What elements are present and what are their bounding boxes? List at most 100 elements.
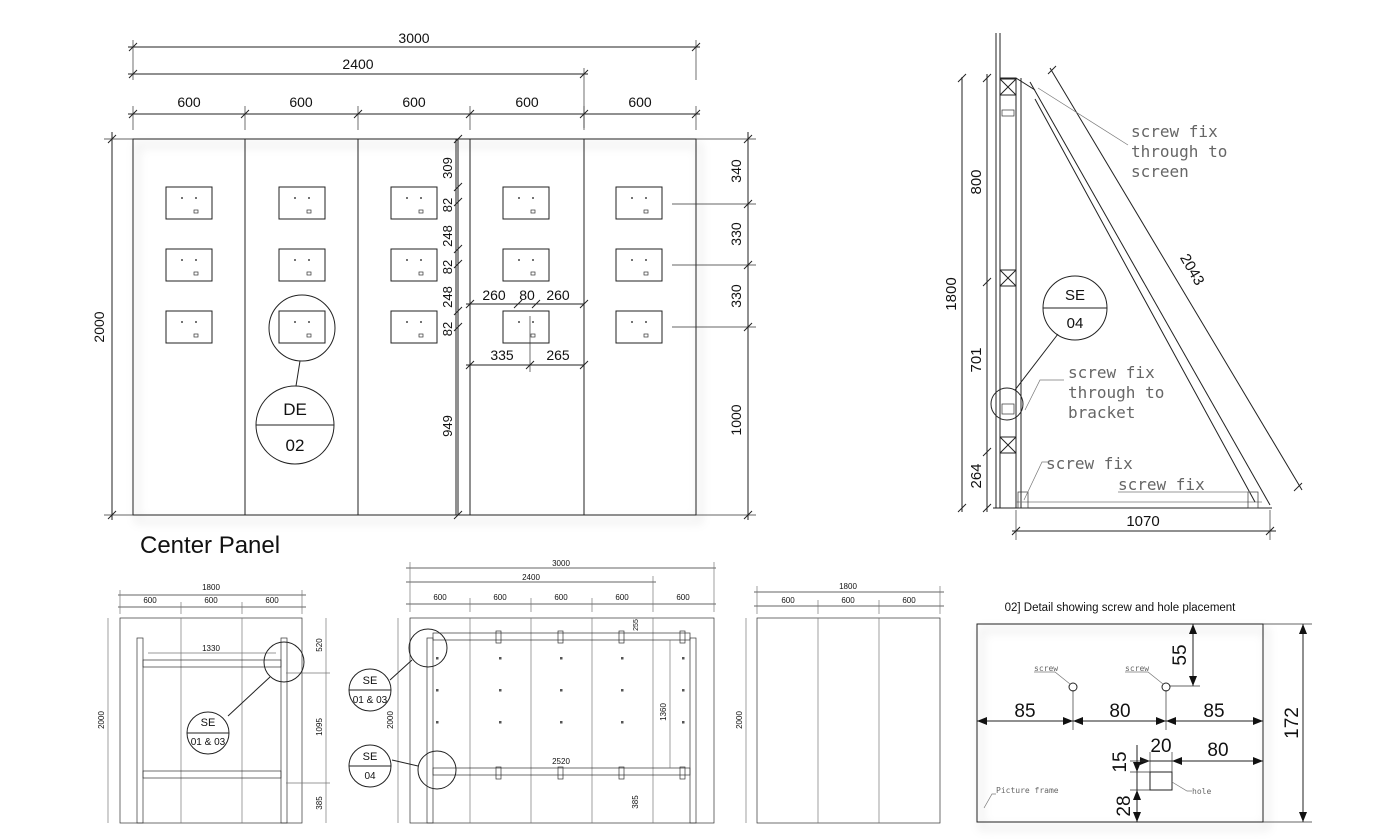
b3-col-3: 600	[902, 596, 916, 605]
screen-4	[278, 186, 326, 220]
screen-11	[502, 248, 550, 282]
b2-rail-block	[618, 766, 625, 780]
screen-14	[615, 248, 663, 282]
b2-col-3: 600	[554, 593, 568, 602]
b2-callout2-04: 04	[364, 771, 376, 782]
dim-82-c: 82	[440, 322, 455, 336]
b1-dim-385: 385	[315, 796, 324, 810]
detail-hole-label: hole	[1192, 787, 1211, 796]
screen-6	[278, 310, 326, 344]
col-dim-3: 600	[402, 94, 426, 110]
b2-screw-dot	[560, 721, 563, 724]
screen-1	[165, 186, 213, 220]
dim-2000: 2000	[91, 311, 107, 342]
b1-callout-se: SE	[201, 717, 216, 729]
dim-265: 265	[546, 347, 570, 363]
note-screw-fix-3: screw fix	[1046, 454, 1133, 473]
note-screw-fix-1a: screw fix	[1131, 122, 1218, 141]
dim-80: 80	[519, 287, 535, 303]
b1-callout-01-03: 01 & 03	[191, 737, 226, 748]
detail-dim-15: 15	[1110, 751, 1131, 772]
dim-309: 309	[440, 157, 455, 179]
b2-col-2: 600	[493, 593, 507, 602]
back-view-3000: 3000 2400 600 600 600 600 600 2520 1360 …	[348, 559, 716, 824]
col-dim-2: 600	[289, 94, 313, 110]
dim-260-a: 260	[482, 287, 506, 303]
detail-dim-172: 172	[1282, 707, 1303, 739]
screen-10	[502, 186, 550, 220]
callout-02-label: 02	[286, 436, 305, 455]
b2-rail-block	[679, 630, 686, 644]
screen-7	[390, 186, 438, 220]
dim-330-a: 330	[728, 222, 744, 246]
b2-rail-block	[495, 766, 502, 780]
b1-dim-1800: 1800	[202, 583, 220, 592]
screen-8	[390, 248, 438, 282]
b1-rail-1330: 1330	[202, 644, 220, 653]
center-panel-title: Center Panel	[140, 532, 280, 559]
center-panel-elevation: 3000 2400 600 600 600 600 600	[91, 30, 756, 559]
dim-248-a: 248	[440, 225, 455, 247]
b2-rail-block	[679, 766, 686, 780]
b2-screw-dot	[682, 721, 685, 724]
dim-800: 800	[968, 169, 985, 194]
b2-dim-385: 385	[631, 795, 640, 809]
b2-callout2-se: SE	[363, 751, 378, 763]
sub-width-dim: 2400	[128, 56, 589, 128]
b2-screw-dots	[436, 630, 686, 780]
section-callout-se-04[interactable]: SE 04	[990, 275, 1108, 421]
b1-col-1: 600	[143, 596, 157, 605]
hole-rect	[1149, 771, 1173, 791]
detail-dim-28: 28	[1114, 795, 1135, 816]
b2-rail-block	[557, 766, 564, 780]
screen-13	[615, 186, 663, 220]
b2-section-callout-se-01-03[interactable]: SE 01 & 03	[348, 628, 448, 712]
b2-screw-dot	[621, 657, 624, 660]
detail-screw-label-2: screw	[1125, 664, 1149, 673]
b2-callout1-se: SE	[363, 675, 378, 687]
note-screw-fix-2a: screw fix	[1068, 363, 1155, 382]
detail-title: 02] Detail showing screw and hole placem…	[1005, 602, 1237, 614]
dim-2400: 2400	[342, 56, 373, 72]
bracket-top	[999, 78, 1017, 96]
detail-frame-label: Picture frame	[996, 786, 1059, 795]
note-screw-fix-1c: screen	[1131, 162, 1189, 181]
b2-screw-dot	[682, 657, 685, 660]
b1-section-callout-se-01-03[interactable]: SE 01 & 03	[186, 641, 305, 755]
screen-3	[165, 310, 213, 344]
right-vertical-dims: 340 330 330 1000	[672, 132, 756, 520]
b2-screw-dot	[436, 689, 439, 692]
b2-col-1: 600	[433, 593, 447, 602]
callout-se-label: SE	[1065, 287, 1085, 304]
note-screw-fix-2b: through to	[1068, 383, 1164, 402]
height-dim: 2000	[91, 132, 133, 520]
b2-screw-dot	[436, 721, 439, 724]
dim-340: 340	[728, 159, 744, 183]
b2-section-callout-se-04[interactable]: SE 04	[348, 744, 457, 790]
col-dim-5: 600	[628, 94, 652, 110]
b2-screw-dot	[499, 657, 502, 660]
screen-5	[278, 248, 326, 282]
detail-frame	[976, 623, 1264, 823]
dim-2043: 2043	[1176, 251, 1207, 288]
b2-dim-2000: 2000	[386, 711, 395, 729]
center-panel-outline	[132, 138, 697, 516]
detail-dim-80: 80	[1109, 701, 1130, 722]
note-screw-fix-2c: bracket	[1068, 403, 1135, 422]
detail-callout-de-02[interactable]: DE 02	[255, 294, 336, 465]
b2-rail-block	[557, 630, 564, 644]
screen-2	[165, 248, 213, 282]
dim-1000: 1000	[728, 404, 744, 435]
b1-dim-2000: 2000	[97, 711, 106, 729]
b2-callout1-01-03: 01 & 03	[353, 695, 388, 706]
b2-col-4: 600	[615, 593, 629, 602]
detail-screw-label-1: screw	[1034, 664, 1058, 673]
detail-dim-55: 55	[1170, 644, 1191, 665]
b1-col-2: 600	[204, 596, 218, 605]
dim-248-b: 248	[440, 286, 455, 308]
back-view-1800: 1800 600 600 600 1330 2000 520 1095 385 …	[97, 583, 330, 824]
screen-horizontal-dims: 260 80 260 335 265	[465, 287, 589, 372]
dim-949: 949	[440, 415, 455, 437]
dim-82-a: 82	[440, 198, 455, 212]
